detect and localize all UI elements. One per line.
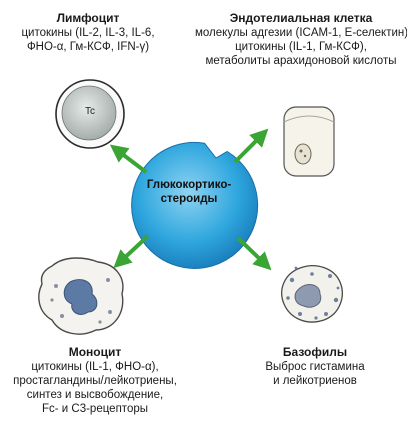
lymphocyte-cell xyxy=(55,79,125,149)
monocyte-block: Моноцит цитокины (IL-1, ФНО-α), простагл… xyxy=(0,345,190,416)
center-label: Глюкокортико- стероиды xyxy=(128,178,250,206)
basophil-cell xyxy=(281,265,343,323)
basophil-title: Базофилы xyxy=(282,345,348,359)
monocyte-title: Моноцит xyxy=(68,345,122,359)
arrow-to-endothelial xyxy=(233,128,269,164)
lymphocyte-block: Лимфоцит цитокины (IL-2, IL-3, IL-6, ФНО… xyxy=(0,11,176,54)
arrow-to-lymphocyte xyxy=(109,144,148,174)
monocyte-cell xyxy=(38,257,124,335)
basophil-line: Выброс гистамина xyxy=(265,361,365,373)
endothelial-line: цитокины (IL-1, Гм-КСФ), xyxy=(235,41,367,53)
arrow-to-basophil xyxy=(236,236,272,271)
tc-cell-label: Tc xyxy=(85,106,95,117)
basophil-line: и лейкотриенов xyxy=(273,375,357,387)
monocyte-line: простагландины/лейкотриены, xyxy=(13,375,177,387)
monocyte-line: цитокины (IL-1, ФНО-α), xyxy=(31,361,159,373)
glucocorticoid-center xyxy=(131,141,259,269)
monocyte-line: синтез и высвобождение, xyxy=(26,389,164,401)
center-label-line-2: стероиды xyxy=(160,193,218,205)
lymphocyte-title: Лимфоцит xyxy=(56,11,120,25)
lymphocyte-line: цитокины (IL-2, IL-3, IL-6, xyxy=(21,27,155,39)
endothelial-title: Эндотелиальная клетка xyxy=(229,11,373,25)
arrow-to-monocyte xyxy=(113,234,150,269)
endothelial-block: Эндотелиальная клетка молекулы адгезии (… xyxy=(195,11,407,68)
basophil-block: Базофилы Выброс гистамина и лейкотриенов xyxy=(225,345,405,388)
lymphocyte-line: ФНО-α, Гм-КСФ, IFN-γ) xyxy=(26,41,150,53)
center-label-line-1: Глюкокортико- xyxy=(146,179,232,191)
endothelial-line: метаболиты арахидоновой кислоты xyxy=(205,55,397,67)
endothelial-line: молекулы адгезии (ICAM-1, E-селектин), xyxy=(195,27,407,39)
endothelial-cell xyxy=(283,106,335,177)
monocyte-line: Fc- и C3-рецепторы xyxy=(41,403,148,415)
